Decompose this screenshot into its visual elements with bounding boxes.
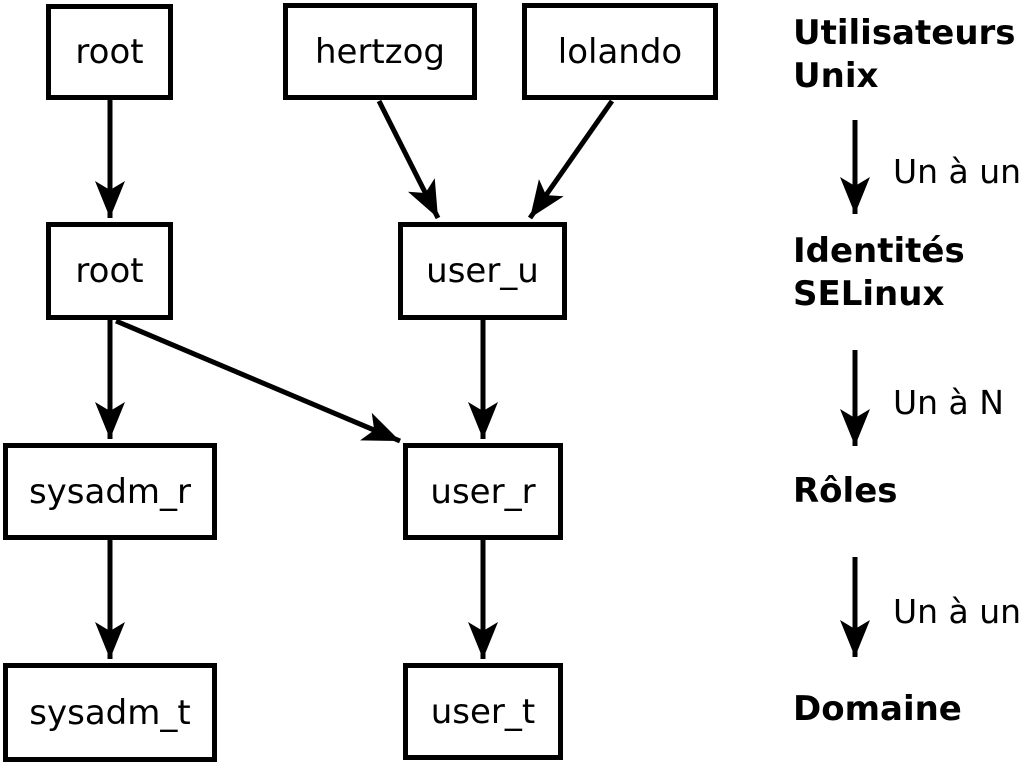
legend-relation-one-to-one-2: Un à un [893,592,1022,631]
arrow-hertzog-to-user-u [376,99,441,220]
legend-relation-one-to-one-1: Un à un [893,152,1022,191]
node-label: hertzog [314,31,445,72]
legend-title-unix-users: Utilisateurs Unix [793,13,1016,96]
legend-title-selinux-identities: Identités SELinux [793,231,965,314]
node-role-sysadm-r: sysadm_r [3,443,217,540]
legend-title-roles: Rôles [793,471,898,511]
node-label: lolando [557,31,683,72]
node-label: root [75,251,144,291]
node-role-user-r: user_r [403,443,563,540]
arrow-lolando-to-user-u [527,99,615,220]
node-selinux-root: root [46,222,173,320]
node-label: user_t [430,691,536,732]
node-unix-root: root [46,4,173,100]
node-unix-hertzog: hertzog [283,3,477,100]
node-label: sysadm_r [28,471,192,512]
node-unix-lolando: lolando [522,3,718,100]
node-label: sysadm_t [29,692,191,733]
node-label: user_r [430,471,536,512]
legend-title-domain: Domaine [793,689,962,729]
node-domain-user-t: user_t [403,663,563,760]
node-label: user_u [426,251,539,291]
node-label: root [75,32,144,72]
arrow-selinux-root-to-user-r [115,318,401,444]
node-selinux-user-u: user_u [398,222,567,320]
node-domain-sysadm-t: sysadm_t [3,663,217,762]
legend-relation-one-to-n: Un à N [893,383,1004,422]
